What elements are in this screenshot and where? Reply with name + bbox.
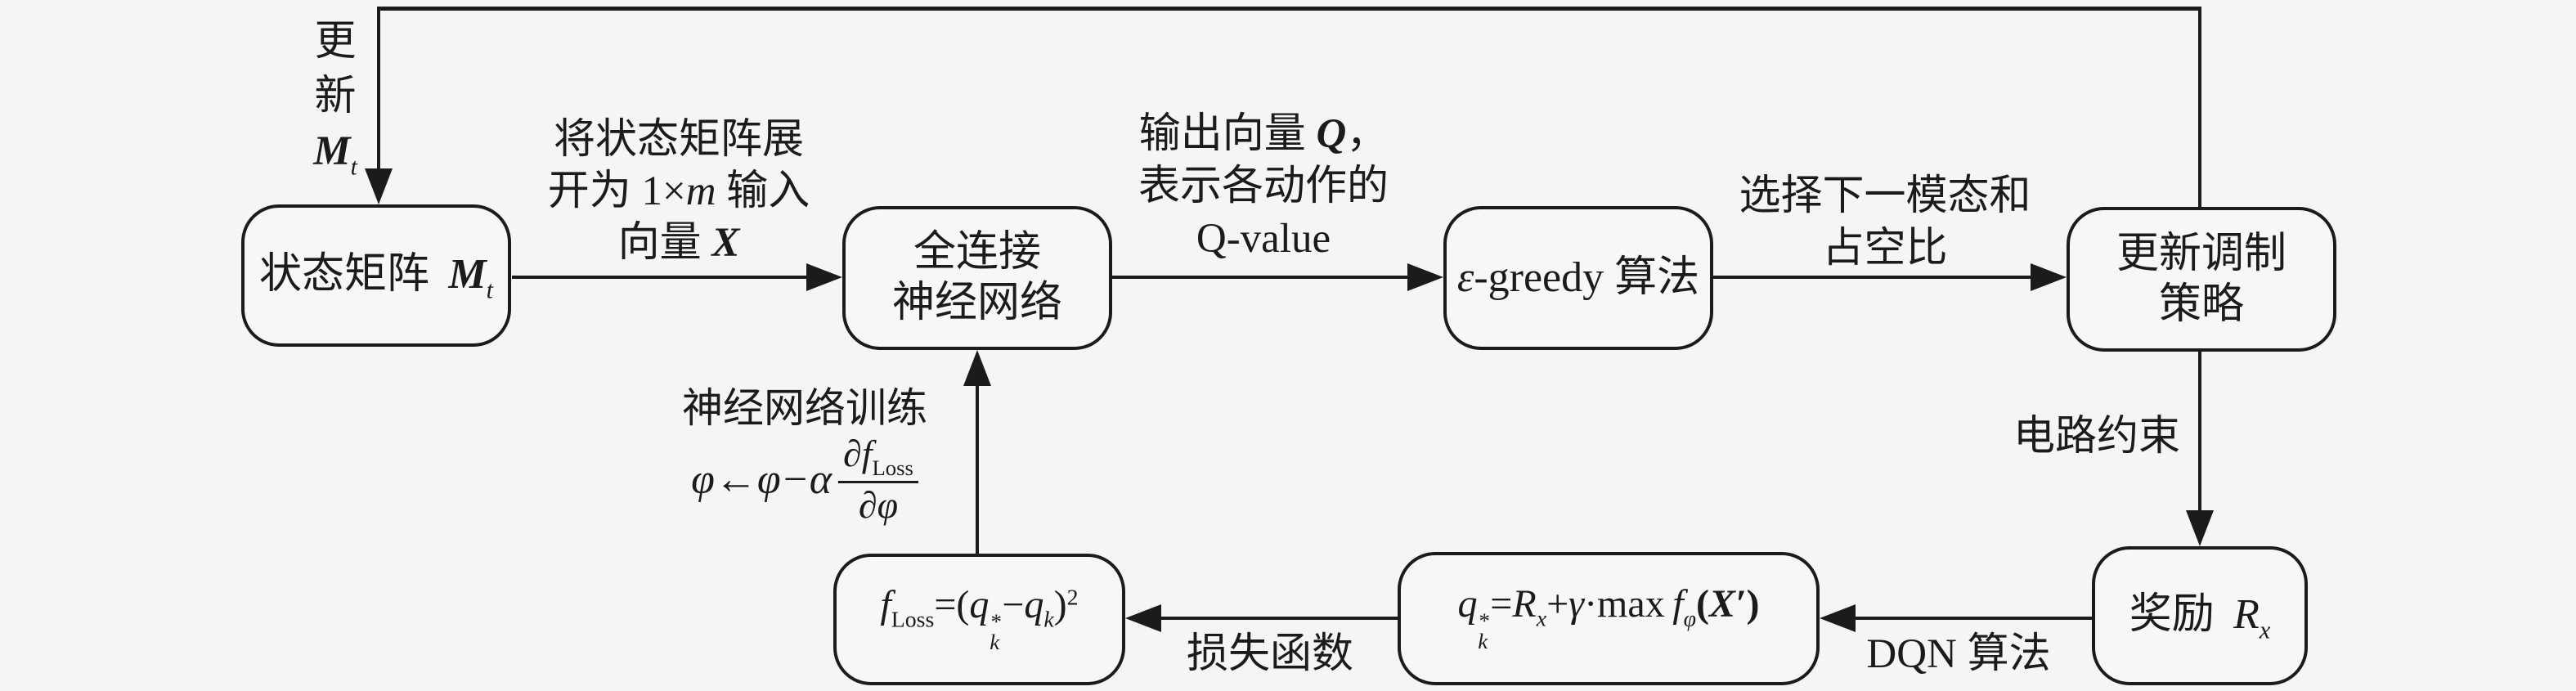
fc-network-line1: 全连接 — [913, 229, 1041, 276]
label-update-mt-var: Mt — [313, 128, 357, 181]
label-update-mt: 更 新 Mt — [296, 15, 375, 180]
egreedy-label: ε-greedy 算法 — [1456, 254, 1700, 301]
training-gradient-fraction: ∂fLoss ∂φ — [838, 433, 918, 526]
feedback-loop-right-line — [2198, 7, 2201, 208]
label-expand-line2: 开为 1×m 输入 — [547, 168, 810, 214]
label-loss-function: 损失函数 — [1186, 631, 1353, 677]
feedback-loop-top-line — [377, 7, 2201, 11]
update-policy-box: 更新调制 策略 — [2067, 207, 2336, 352]
arrow-reward-to-qtarget-line — [1854, 617, 2092, 620]
arrow-policy-to-reward-head-icon — [2186, 510, 2214, 546]
arrow-reward-to-qtarget-head-icon — [1820, 604, 1856, 632]
arrow-egreedy-to-policy-line — [1713, 276, 2032, 279]
arrow-qtarget-to-loss-head-icon — [1125, 604, 1161, 632]
label-nn-training-formula: φ←φ−α ∂fLoss ∂φ — [646, 433, 963, 526]
label-update-mt-char2: 新 — [314, 74, 357, 119]
reward-box: 奖励 Rx — [2092, 546, 2308, 685]
label-select-line1: 选择下一模态和 — [1739, 173, 2031, 219]
label-output-q: 输出向量 Q， 表示各动作的 Q-value — [1116, 108, 1411, 265]
label-select-action: 选择下一模态和 占空比 — [1709, 170, 2061, 275]
loss-box: fLoss=(q*k−qk)2 — [833, 554, 1125, 685]
loss-formula: fLoss=(q*k−qk)2 — [880, 583, 1079, 655]
arrow-egreedy-to-policy-head-icon — [2031, 263, 2067, 291]
arrow-policy-to-reward-line — [2198, 352, 2201, 512]
fc-network-line2: 神经网络 — [891, 280, 1062, 326]
feedback-loop-left-line — [377, 7, 380, 172]
q-target-formula: q*k=Rx+γ·max fφ(X′) — [1457, 582, 1760, 654]
label-update-mt-char1: 更 — [314, 19, 357, 65]
update-policy-line1: 更新调制 — [2116, 230, 2287, 277]
fraction-numerator: ∂fLoss — [838, 433, 918, 483]
label-dqn-algorithm: DQN 算法 — [1866, 631, 2051, 677]
update-policy-line2: 策略 — [2158, 280, 2244, 328]
label-select-line2: 占空比 — [1822, 226, 1948, 271]
fraction-denominator: ∂φ — [858, 483, 899, 526]
label-output-q-line1: 输出向量 Q， — [1138, 111, 1389, 157]
reward-label: 奖励 Rx — [2129, 590, 2271, 644]
label-nn-training-line1: 神经网络训练 — [682, 385, 927, 431]
feedback-arrowhead-icon — [365, 168, 393, 204]
label-expand-vector: 将状态矩阵展 开为 1×m 输入 向量 X — [518, 114, 839, 269]
fc-network-box: 全连接 神经网络 — [842, 206, 1112, 350]
label-expand-line1: 将状态矩阵展 — [553, 117, 804, 163]
arrow-nn-to-egreedy-line — [1112, 276, 1409, 279]
arrow-state-to-nn-line — [512, 276, 808, 279]
arrow-qtarget-to-loss-line — [1160, 617, 1398, 620]
arrow-loss-to-nn-line — [976, 383, 979, 554]
arrow-loss-to-nn-head-icon — [963, 350, 991, 386]
label-expand-line3: 向量 X — [617, 220, 740, 266]
arrow-nn-to-egreedy-head-icon — [1407, 263, 1443, 291]
label-output-q-line2: 表示各动作的 — [1138, 164, 1389, 209]
state-matrix-box: 状态矩阵 Mt — [241, 204, 511, 347]
arrow-state-to-nn-head-icon — [806, 263, 842, 291]
label-circuit-constraint: 电路约束 — [2013, 414, 2180, 460]
label-output-q-line3: Q-value — [1196, 216, 1331, 262]
egreedy-box: ε-greedy 算法 — [1443, 206, 1713, 350]
state-matrix-label: 状态矩阵 Mt — [258, 250, 494, 304]
label-nn-training: 神经网络训练 φ←φ−α ∂fLoss ∂φ — [646, 384, 963, 525]
q-target-box: q*k=Rx+γ·max fφ(X′) — [1398, 552, 1820, 685]
